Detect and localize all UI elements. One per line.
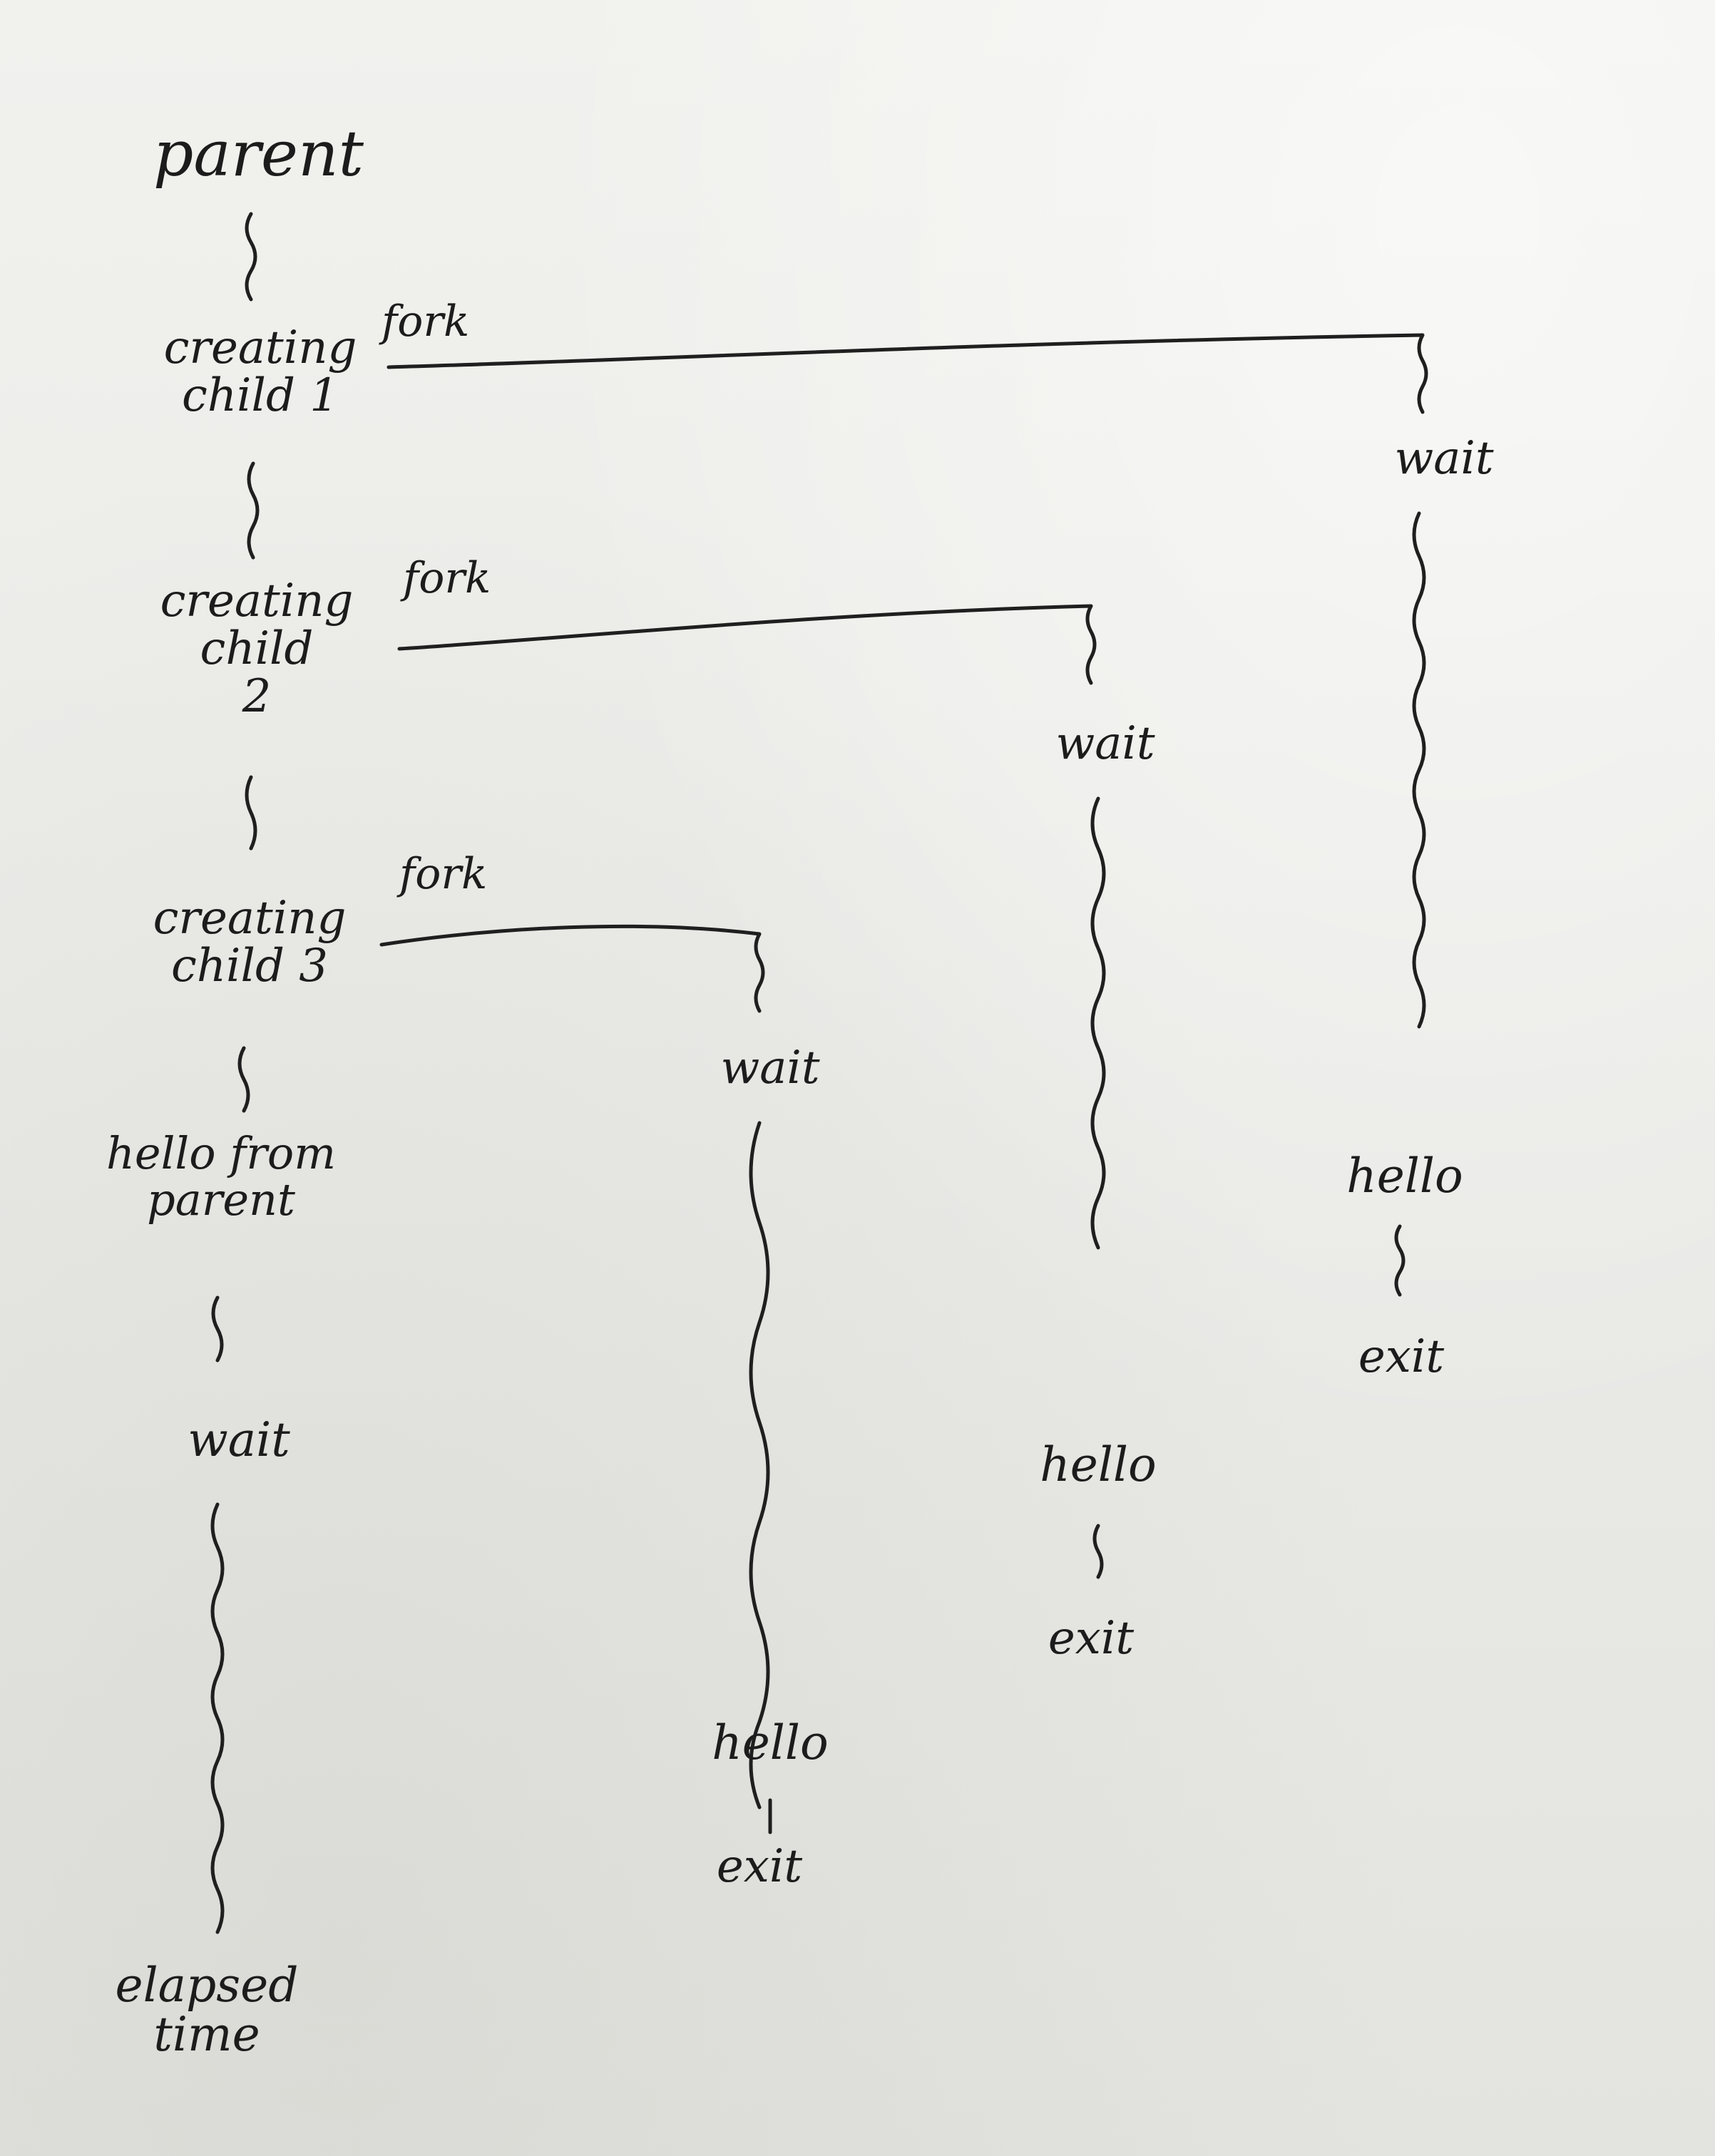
child-2-wait-line [1090,796,1106,1250]
fork-label-child-1: fork [382,297,470,346]
parent-step-creating-child-1: creating child 1 [153,324,367,420]
parent-step-6-line-1: elapsed [115,1958,299,2013]
child-1-wait-line [1412,511,1426,1029]
fork-label-child-3: fork [399,849,488,899]
child-2-hello: hello [1040,1437,1157,1492]
parent-step-4-line-1: hello from [106,1127,337,1179]
parent-step-2-line-2: child [200,622,314,676]
child-3-exit: exit [716,1840,803,1893]
child-1-hello-exit-squiggle [1394,1224,1406,1297]
child-1-hello: hello [1346,1149,1463,1203]
child-3-hello: hello [712,1715,829,1770]
parent-step-creating-child-2: creating child 2 [146,575,367,724]
fork-line-child-3 [379,924,765,1013]
parent-step-3-line-2: child 3 [170,940,329,993]
parent-step-creating-child-3: creating child 3 [143,892,357,993]
parent-step-hello-from-parent: hello from parent [78,1130,364,1223]
fork-line-child-1 [386,333,1428,414]
child-2-wait: wait [1055,717,1155,770]
parent-step-elapsed-time: elapsed time [100,1961,314,2060]
parent-step-1-line-2: child 1 [181,369,339,423]
child-3-wait: wait [720,1042,820,1094]
parent-step-1-line-1: creating [163,322,357,374]
parent-squiggle-6 [210,1502,225,1934]
parent-squiggle-4 [237,1046,250,1113]
child-2-hello-exit-squiggle [1092,1524,1104,1579]
child-2-exit: exit [1048,1612,1135,1665]
fork-label-child-2: fork [403,553,491,603]
parent-title: parent [153,117,364,190]
parent-step-3-line-1: creating [153,892,347,945]
parent-step-5-line-1: wait [188,1412,290,1467]
parent-squiggle-1 [245,212,257,302]
parent-squiggle-5 [211,1295,224,1362]
parent-squiggle-3 [245,775,257,851]
child-1-wait: wait [1394,432,1494,485]
parent-squiggle-2 [247,461,260,560]
parent-step-4-line-2: parent [147,1174,295,1226]
parent-step-6-line-2: time [153,2007,260,2063]
parent-step-2-line-3: 2 [242,670,272,724]
child-1-exit: exit [1358,1330,1445,1383]
fork-line-child-2 [397,604,1097,685]
parent-step-2-line-1: creating [160,575,354,627]
child-3-wait-line [749,1121,770,1809]
parent-step-wait: wait [146,1412,332,1467]
